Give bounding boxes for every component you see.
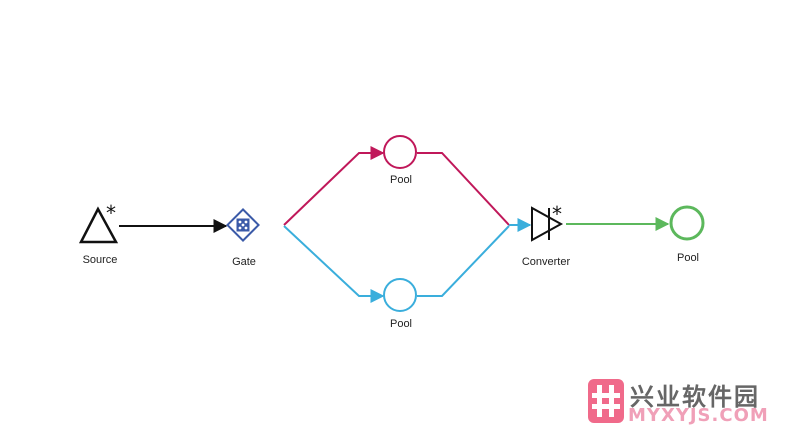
- pool-top-label: Pool: [389, 174, 413, 186]
- watermark-subtitle: MYXYJS.COM: [628, 405, 769, 426]
- dice-pip: [238, 226, 242, 230]
- pool-bottom-node[interactable]: [383, 278, 417, 312]
- gate-label: Gate: [232, 256, 256, 268]
- pool-out-label: Pool: [676, 252, 700, 264]
- edge-gate-pool-top[interactable]: [283, 146, 385, 226]
- dice-pip: [241, 223, 245, 227]
- dice-pip: [238, 220, 242, 224]
- edge-pool-bottom-converter[interactable]: [417, 225, 510, 297]
- edge-gate-pool-bottom[interactable]: [283, 225, 385, 303]
- dice-pip: [244, 226, 248, 230]
- watermark-title: 兴业软件园: [630, 383, 760, 411]
- converter-marker: *: [552, 202, 562, 226]
- source-node[interactable]: *: [78, 201, 119, 244]
- hash-icon: [588, 379, 624, 423]
- source-triangle-icon: [78, 206, 119, 244]
- dice-pip: [244, 220, 248, 224]
- converter-label: Converter: [521, 256, 571, 268]
- gate-node[interactable]: [226, 208, 260, 242]
- watermark: 兴业软件园 MYXYJS.COM: [588, 377, 788, 429]
- pool-top-node[interactable]: [383, 135, 417, 169]
- edge-pool-top-converter[interactable]: [417, 152, 510, 226]
- pool-out-node[interactable]: [669, 205, 705, 241]
- source-marker: *: [106, 201, 116, 225]
- converter-triangle-icon: [531, 206, 564, 242]
- pool-bottom-label: Pool: [389, 318, 413, 330]
- converter-node[interactable]: *: [531, 202, 564, 242]
- source-label: Source: [82, 254, 118, 266]
